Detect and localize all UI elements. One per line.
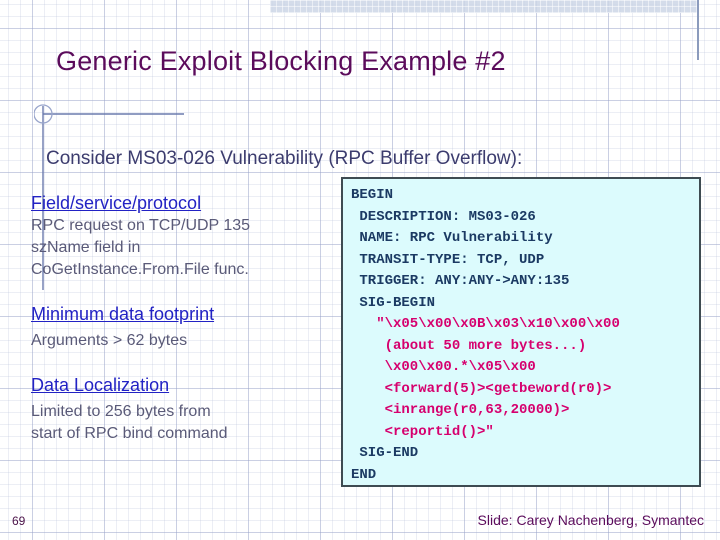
left-column: Field/service/protocol RPC request on TC… — [31, 192, 331, 461]
code-line: NAME: RPC Vulnerability — [351, 230, 553, 246]
block-heading: Data Localization — [31, 375, 170, 395]
block-minimum-data-footprint: Minimum data footprint Arguments > 62 by… — [31, 303, 331, 352]
slide-title: Generic Exploit Blocking Example #2 — [56, 46, 506, 76]
block-line: RPC request on TCP/UDP 135 — [31, 217, 251, 234]
code-line: (about 50 more bytes...) — [351, 337, 587, 354]
code-line: SIG-END — [351, 445, 419, 461]
slide-subtitle: Consider MS03-026 Vulnerability (RPC Buf… — [46, 148, 523, 169]
block-heading: Field/service/protocol — [31, 193, 202, 213]
block-heading: Minimum data footprint — [31, 304, 215, 324]
code-line: <inrange(r0,63,20000)> — [351, 402, 570, 418]
signature-code-box: BEGIN DESCRIPTION: MS03-026 NAME: RPC Vu… — [341, 177, 701, 487]
block-line: Arguments > 62 bytes — [31, 332, 188, 349]
code-line: "\x05\x00\x0B\x03\x10\x00\x00 — [351, 316, 620, 332]
block-field-service-protocol: Field/service/protocol RPC request on TC… — [31, 192, 331, 281]
code-line: \x00\x00.*\x05\x00 — [351, 359, 536, 375]
code-line: END — [351, 466, 377, 483]
code-line: <forward(5)><getbeword(r0)> — [351, 380, 612, 397]
code-line: TRIGGER: ANY:ANY->ANY:135 — [351, 273, 570, 289]
right-vertical-rule — [697, 0, 699, 60]
code-line: <reportid()>" — [351, 423, 494, 440]
page-number: 69 — [12, 514, 26, 528]
block-line: szName field in — [31, 239, 141, 256]
code-line: SIG-BEGIN — [351, 294, 436, 311]
code-line: TRANSIT-TYPE: TCP, UDP — [351, 251, 545, 268]
code-line: BEGIN — [351, 187, 394, 203]
block-line: CoGetInstance.From.File func. — [31, 261, 249, 278]
top-decorative-band-texture — [270, 0, 698, 13]
code-line: DESCRIPTION: MS03-026 — [351, 208, 536, 225]
block-line: start of RPC bind command — [31, 425, 228, 442]
block-line: Limited to 256 bytes from — [31, 403, 211, 420]
slide-credit: Slide: Carey Nachenberg, Symantec — [477, 512, 704, 528]
block-data-localization: Data Localization Limited to 256 bytes f… — [31, 374, 331, 445]
